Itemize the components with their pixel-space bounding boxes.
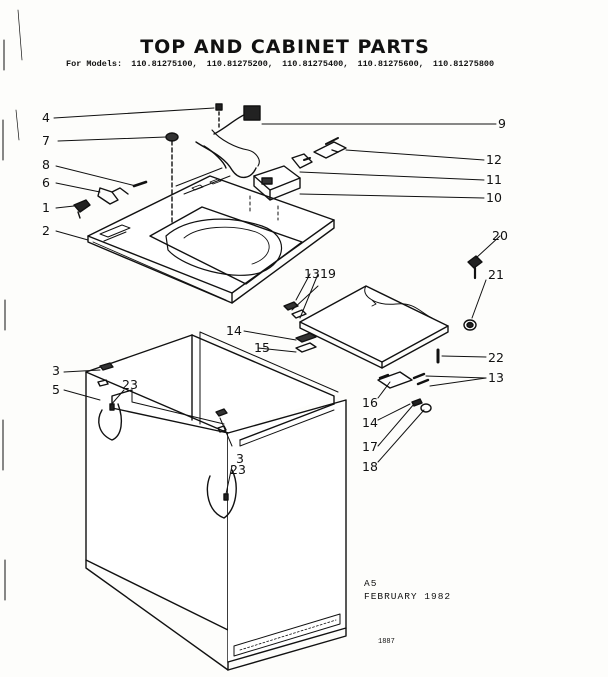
page-title: TOP AND CABINET PARTS bbox=[140, 36, 430, 58]
bracket-part bbox=[97, 187, 129, 205]
callout-14: 14 bbox=[226, 323, 242, 338]
callout-15: 15 bbox=[254, 340, 270, 355]
callout-2: 2 bbox=[42, 223, 50, 238]
callout-22: 22 bbox=[488, 350, 504, 365]
model-number: 110.81275800 bbox=[432, 59, 495, 69]
callout-17: 17 bbox=[362, 439, 378, 454]
callout-23: 23 bbox=[230, 462, 246, 477]
callout-14: 14 bbox=[362, 415, 378, 430]
callout-19: 19 bbox=[320, 266, 336, 281]
wire-harness-part bbox=[195, 105, 261, 178]
callout-10: 10 bbox=[486, 190, 502, 205]
models-prefix: For Models: bbox=[66, 59, 123, 69]
footer-date: FEBRUARY 1982 bbox=[364, 591, 452, 602]
callout-7: 7 bbox=[42, 133, 50, 148]
top-screw-part bbox=[215, 103, 223, 131]
model-numbers: For Models: 110.81275100, 110.81275200, … bbox=[66, 59, 498, 69]
cabinet bbox=[85, 331, 347, 671]
scan-edge bbox=[2, 9, 23, 601]
callout-23: 23 bbox=[122, 377, 138, 392]
panel-clips bbox=[283, 301, 317, 353]
callout-3: 3 bbox=[236, 451, 244, 466]
bracket-group bbox=[377, 371, 432, 413]
callout-21: 21 bbox=[488, 267, 504, 282]
footer-code: A5 bbox=[364, 578, 378, 589]
callout-20: 20 bbox=[492, 228, 508, 243]
leader-lines bbox=[53, 107, 501, 495]
callout-8: 8 bbox=[42, 157, 50, 172]
lid-switch-part bbox=[313, 137, 347, 159]
model-number: 110.81275200, bbox=[206, 59, 273, 69]
model-number: 110.81275400, bbox=[282, 59, 349, 69]
callout-18: 18 bbox=[362, 459, 378, 474]
callout-4: 4 bbox=[42, 110, 50, 125]
callout-6: 6 bbox=[42, 175, 50, 190]
callout-1: 1 bbox=[42, 200, 50, 215]
top-panel bbox=[87, 167, 335, 304]
cabinet-clips bbox=[97, 362, 229, 501]
callout-12: 12 bbox=[486, 152, 502, 167]
fastener-21 bbox=[463, 319, 477, 331]
callout-13: 13 bbox=[304, 266, 320, 281]
model-number: 110.81275100, bbox=[131, 59, 198, 69]
callout-16: 16 bbox=[362, 395, 378, 410]
callout-11: 11 bbox=[486, 172, 502, 187]
callout-13: 13 bbox=[488, 370, 504, 385]
control-panel bbox=[299, 285, 449, 369]
switch-block-part bbox=[253, 153, 313, 201]
callout-5: 5 bbox=[52, 382, 60, 397]
fastener-20 bbox=[467, 255, 483, 280]
screw-part bbox=[132, 180, 148, 188]
model-number: 110.81275600, bbox=[357, 59, 424, 69]
callout-3: 3 bbox=[52, 363, 60, 378]
hinge-part bbox=[73, 199, 91, 219]
callout-9: 9 bbox=[498, 116, 506, 131]
page-number: 1887 bbox=[378, 638, 395, 646]
